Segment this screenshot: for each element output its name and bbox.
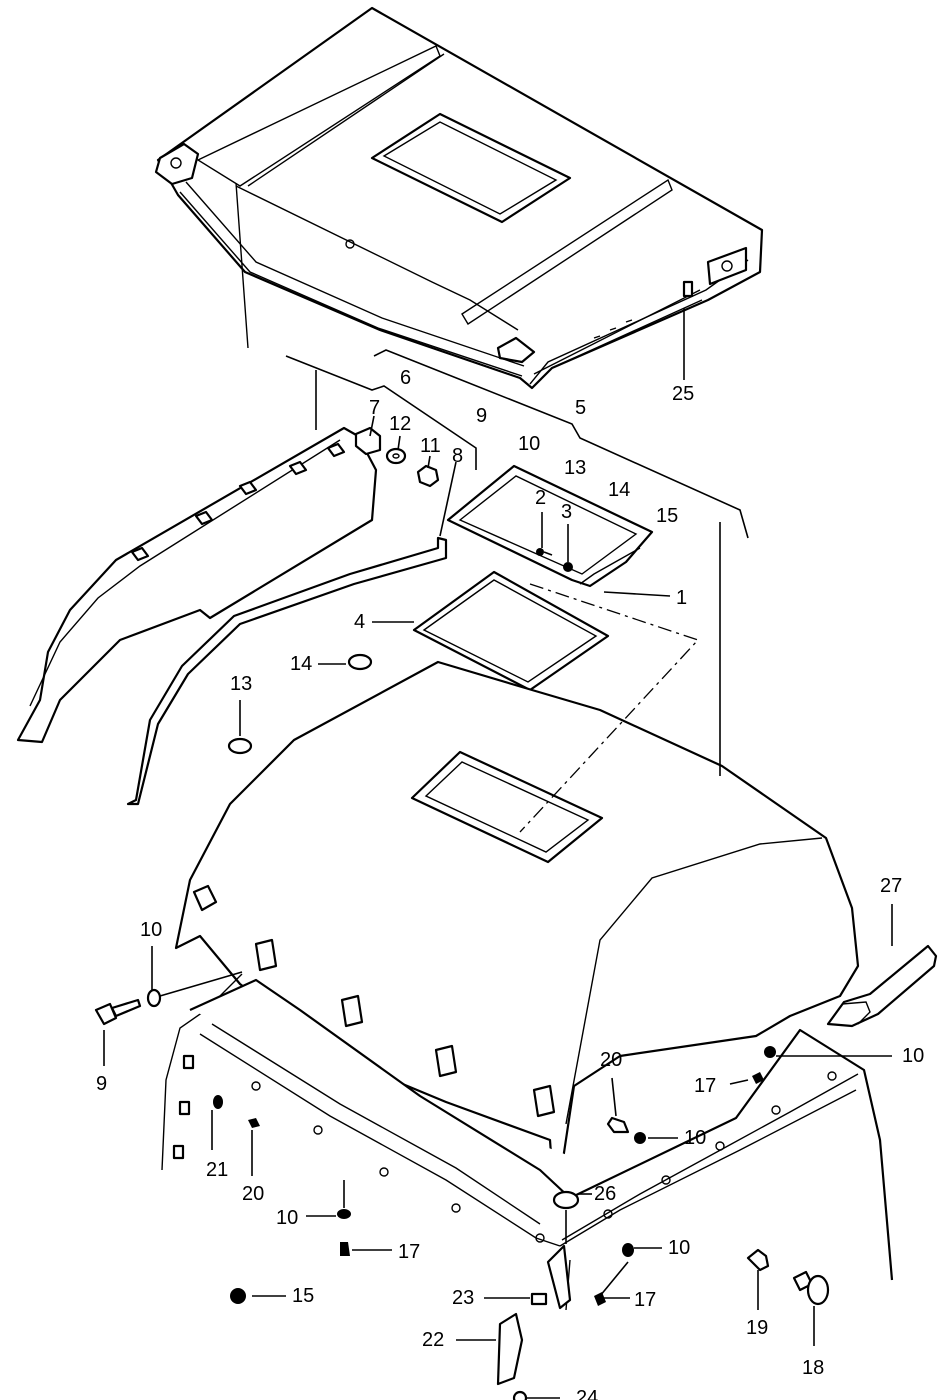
callout-9-top: 9	[476, 405, 487, 427]
callout-21: 21	[206, 1159, 228, 1181]
callout-20-left: 20	[242, 1183, 264, 1205]
plug-26	[552, 1190, 580, 1210]
callout-10-top: 10	[518, 433, 540, 455]
callout-2: 2	[535, 487, 546, 509]
sunroof-cover	[446, 464, 654, 588]
washer-10-center	[337, 1209, 351, 1256]
callout-20-right: 20	[600, 1049, 622, 1071]
callout-9-bottom: 9	[96, 1073, 107, 1095]
callout-14-top: 14	[608, 479, 630, 501]
clip-23	[530, 1292, 548, 1306]
bushing-7	[354, 426, 382, 456]
washer-3	[563, 562, 573, 572]
callout-19: 19	[746, 1317, 768, 1339]
callout-4: 4	[354, 611, 365, 633]
callout-15-top: 15	[656, 505, 678, 527]
callout-17-center: 17	[398, 1241, 420, 1263]
callout-6: 6	[400, 367, 411, 389]
callout-10-right: 10	[902, 1045, 924, 1067]
callout-14-left: 14	[290, 653, 312, 675]
bolt-9	[94, 998, 142, 1026]
callout-1: 1	[676, 587, 687, 609]
callout-17-right: 17	[694, 1075, 716, 1097]
side-bracket	[546, 1244, 572, 1310]
side-trim-panel	[16, 426, 378, 744]
washer-12	[385, 447, 407, 465]
callout-labels: 1 2 3 4 5 6 7 8 9 9 10 10 10 10 10 10 11…	[96, 367, 924, 1400]
callout-24: 24	[576, 1387, 598, 1400]
callout-13-top: 13	[564, 457, 586, 479]
callout-18: 18	[802, 1357, 824, 1379]
callout-11: 11	[420, 435, 441, 457]
clip-17-right	[752, 1046, 776, 1084]
callout-26: 26	[594, 1183, 616, 1205]
callout-25: 25	[672, 383, 694, 405]
body-fasteners	[172, 1054, 837, 1243]
callout-22: 22	[422, 1329, 444, 1351]
rivet-19	[746, 1248, 770, 1272]
grommet-14	[347, 653, 373, 671]
callout-27: 27	[880, 875, 902, 897]
callout-8: 8	[452, 445, 463, 467]
bracket-22	[496, 1312, 524, 1386]
callout-5: 5	[575, 397, 586, 419]
leader-lines	[103, 308, 893, 1399]
roof-shell	[174, 660, 860, 1170]
callout-23: 23	[452, 1287, 474, 1309]
bolt-20	[606, 1116, 646, 1144]
frame-seal	[412, 570, 610, 692]
callout-10-center: 10	[276, 1207, 298, 1229]
nut-11	[416, 464, 440, 488]
callout-7: 7	[369, 397, 380, 419]
callout-10-left: 10	[140, 919, 162, 941]
callout-15-bottom: 15	[292, 1285, 314, 1307]
callout-17-lower: 17	[634, 1289, 656, 1311]
grommet-13	[227, 737, 253, 755]
callout-12: 12	[389, 413, 411, 435]
washer-21	[213, 1095, 223, 1109]
callout-10-lower: 10	[668, 1237, 690, 1259]
seal-strip	[126, 536, 448, 806]
callout-3: 3	[561, 501, 572, 523]
roof-panel-top	[154, 6, 764, 390]
callout-10-mid: 10	[684, 1127, 706, 1149]
bolt-20-left	[248, 1118, 260, 1128]
trim-clips	[130, 442, 346, 562]
screw-15	[230, 1288, 246, 1304]
roof-shell-tabs	[192, 884, 556, 1118]
sealant-tube-27	[826, 944, 938, 1028]
screw-18	[792, 1270, 830, 1306]
washer-10-lower	[594, 1243, 634, 1306]
callout-13-left: 13	[230, 673, 252, 695]
screw-2	[536, 548, 553, 556]
nut-24	[512, 1390, 528, 1400]
washer-10-left	[146, 988, 162, 1008]
